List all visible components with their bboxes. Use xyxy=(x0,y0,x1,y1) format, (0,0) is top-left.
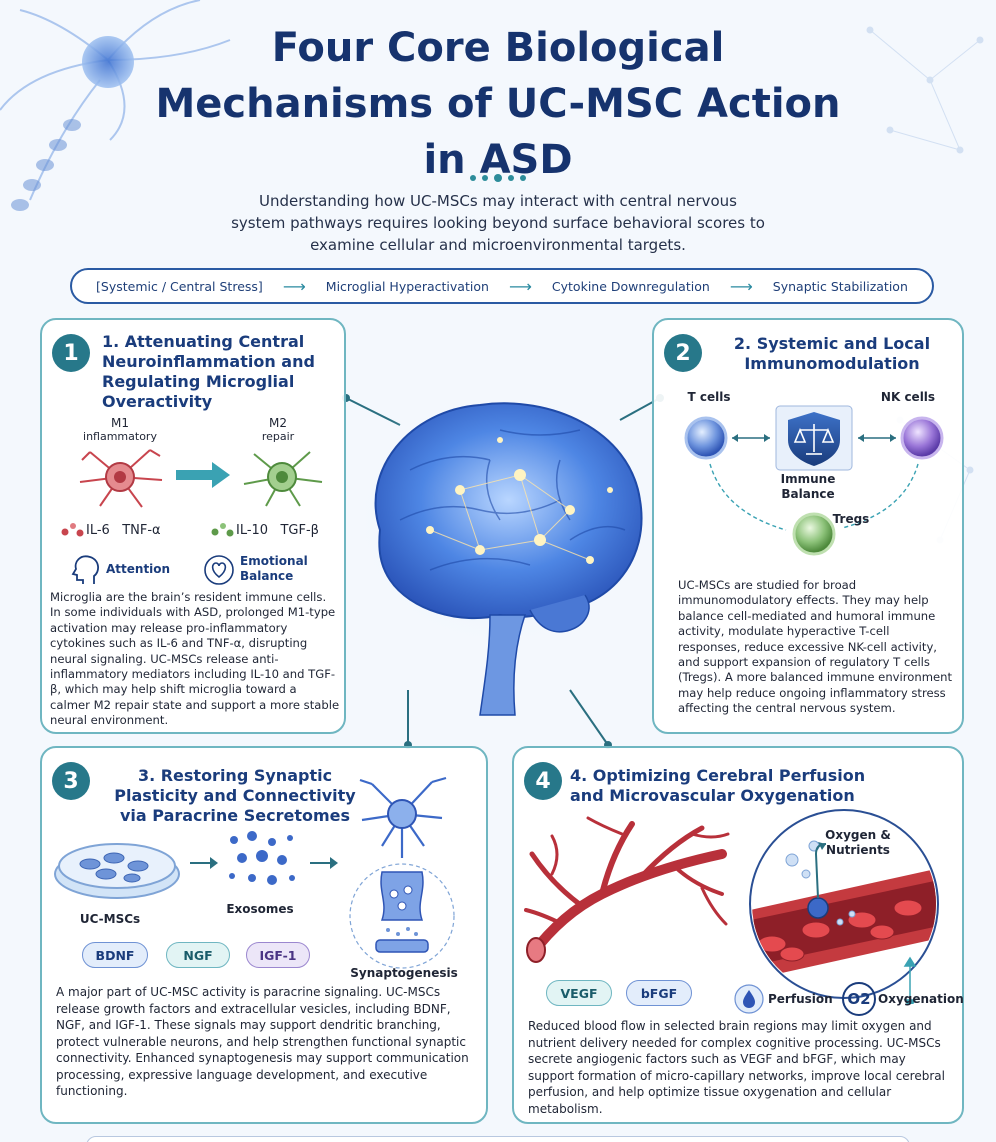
arrow-right-icon: ⟶ xyxy=(282,276,306,296)
intro-text: Understanding how UC-MSCs may interact w… xyxy=(231,192,765,254)
m2-sublabel: repair xyxy=(261,430,295,443)
attention-label: Attention xyxy=(106,562,171,576)
immune-balance-label: Immune Balance xyxy=(780,472,836,501)
petri-dish-icon xyxy=(54,843,180,899)
tregs-label: Tregs xyxy=(832,512,870,526)
pro-cytokines: IL-6 TNF-α xyxy=(86,523,161,538)
arrow-right-icon xyxy=(176,462,230,488)
factor-vegf: VEGF xyxy=(546,980,612,1006)
synaptogenesis-label: Synaptogenesis xyxy=(350,966,458,980)
ucmsc-label: UC-MSCs xyxy=(79,912,141,926)
next-section-edge xyxy=(86,1136,910,1142)
m2-microglia-icon xyxy=(243,451,323,507)
arrow-right-icon: ⟶ xyxy=(508,276,532,296)
exosomes-label: Exosomes xyxy=(226,902,294,916)
o2-icon: O2 xyxy=(842,982,876,1016)
heart-icon xyxy=(204,555,234,585)
pathway-step-cytokine: Cytokine Downregulation xyxy=(551,278,710,294)
factor-igf1: IGF-1 xyxy=(246,942,310,968)
m1-label: M1 xyxy=(111,416,129,430)
card-title: 3. Restoring Synaptic Plasticity and Con… xyxy=(114,766,356,825)
pro-cytokine-dots-icon xyxy=(61,523,84,537)
card-number-badge: 4 xyxy=(524,762,562,800)
anti-cytokines: IL-10 TGF-β xyxy=(236,523,319,538)
card-immunomodulation: 2 2. Systemic and Local Immunomodulation… xyxy=(652,318,964,734)
card-title: 2. Systemic and Local Immunomodulation xyxy=(733,334,931,373)
title-divider-dots xyxy=(470,174,526,182)
card-number-badge: 3 xyxy=(52,762,90,800)
m2-label: M2 xyxy=(269,416,287,430)
tcells-label: T cells xyxy=(687,390,731,404)
oxygenation-label: Oxygenation xyxy=(878,992,964,1006)
arrow-right-icon xyxy=(310,857,338,869)
nkcells-label: NK cells xyxy=(880,390,936,404)
card-number-badge: 2 xyxy=(664,334,702,372)
pathway-step-microglial: Microglial Hyperactivation xyxy=(325,278,489,294)
oxygen-nutrients-label: Oxygen & Nutrients xyxy=(825,828,891,857)
arrow-right-icon xyxy=(190,857,218,869)
card-body: UC-MSCs are studied for broad immunomodu… xyxy=(678,578,953,716)
card-neuroinflammation: 1 1. Attenuating Central Neuroinflammati… xyxy=(40,318,346,734)
card-title: 1. Attenuating Central Neuroinflammation… xyxy=(102,332,315,411)
m1-sublabel: inflammatory xyxy=(83,430,157,443)
pathway-step-synaptic: Synaptic Stabilization xyxy=(772,278,908,294)
vessel-cross-section-icon xyxy=(749,809,939,1004)
emotional-balance-label: Emotional Balance xyxy=(240,554,308,583)
card-title: 4. Optimizing Cerebral Perfusion and Mic… xyxy=(570,766,866,805)
pathway-bar: [Systemic / Central Stress] ⟶ Microglial… xyxy=(70,268,934,304)
card-synaptic-plasticity: 3 3. Restoring Synaptic Plasticity and C… xyxy=(40,746,488,1124)
card-cerebral-perfusion: 4 4. Optimizing Cerebral Perfusion and M… xyxy=(512,746,964,1124)
neuron-synapse-icon xyxy=(349,776,455,969)
m1-microglia-icon xyxy=(79,449,163,508)
blood-vessel-branch-icon xyxy=(524,816,730,963)
head-profile-icon xyxy=(71,555,99,584)
exosomes-icon xyxy=(229,831,295,885)
perfusion-label: Perfusion xyxy=(768,992,833,1006)
card-body: Microglia are the brain’s resident immun… xyxy=(50,590,340,728)
pathway-step-stress: [Systemic / Central Stress] xyxy=(96,278,263,294)
arrow-right-icon: ⟶ xyxy=(729,276,753,296)
factor-bdnf: BDNF xyxy=(82,942,148,968)
brain-illustration xyxy=(340,380,660,716)
blood-drop-icon xyxy=(734,984,764,1014)
immune-balance-diagram xyxy=(684,405,944,556)
anti-cytokine-dots-icon xyxy=(211,523,234,537)
page-title: Four Core Biological Mechanisms of UC-MS… xyxy=(155,25,841,183)
factor-ngf: NGF xyxy=(166,942,230,968)
card-number-badge: 1 xyxy=(52,334,90,372)
card-body: Reduced blood flow in selected brain reg… xyxy=(528,1019,945,1116)
card-body: A major part of UC-MSC activity is parac… xyxy=(56,985,469,1098)
factor-bfgf: bFGF xyxy=(626,980,692,1006)
